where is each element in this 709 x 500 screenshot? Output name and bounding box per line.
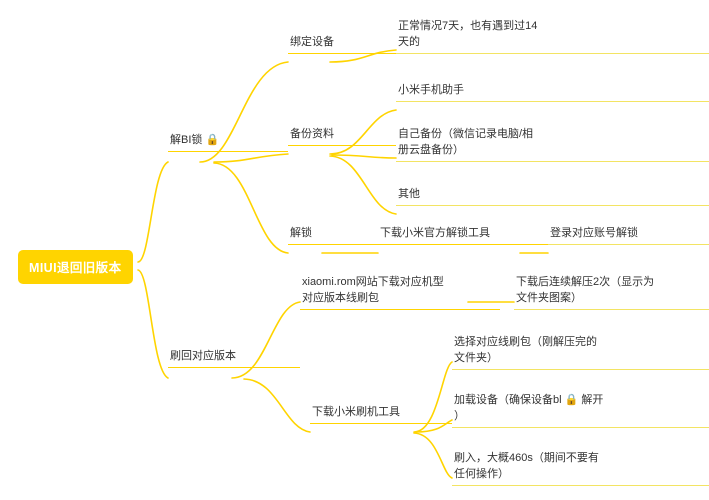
mindmap-node-underline xyxy=(396,101,709,102)
mindmap-node-c1[interactable]: 绑定设备 xyxy=(288,34,396,54)
mindmap-node-g2[interactable]: 选择对应线刷包（刚解压完的 文件夹） xyxy=(452,334,709,370)
edge-c2-d3 xyxy=(331,154,397,159)
mindmap-node-label: 选择对应线刷包（刚解压完的 文件夹） xyxy=(454,336,597,364)
mindmap-node-label: 解BI锁 🔒 xyxy=(170,134,220,146)
mindmap-node-g3[interactable]: 加载设备（确保设备bl 🔒 解开 ） xyxy=(452,392,709,428)
mindmap-node-f1[interactable]: xiaomi.rom网站下载对应机型 对应版本线刷包 xyxy=(300,274,500,310)
mindmap-node-f2[interactable]: 下载后连续解压2次（显示为 文件夹图案） xyxy=(514,274,709,310)
mindmap-node-underline xyxy=(396,205,709,206)
mindmap-node-underline xyxy=(514,309,709,310)
mindmap-node-c3[interactable]: 解锁 xyxy=(288,225,378,245)
mindmap-node-underline xyxy=(452,485,709,486)
edge-b2-g1 xyxy=(243,378,311,433)
mindmap-node-e1[interactable]: 下载小米官方解锁工具 xyxy=(378,225,548,245)
mindmap-node-label: 刷入，大概460s（期间不要有 任何操作） xyxy=(454,452,599,480)
edge-b1-c3 xyxy=(213,162,289,254)
mindmap-node-underline xyxy=(452,427,709,428)
mindmap-node-d3[interactable]: 自己备份（微信记录电脑/相 册云盘备份） xyxy=(396,126,709,162)
mindmap-node-label: 正常情况7天，也有遇到过14 天的 xyxy=(398,20,538,48)
mindmap-node-label: 下载后连续解压2次（显示为 文件夹图案） xyxy=(516,276,655,304)
mindmap-node-c2[interactable]: 备份资料 xyxy=(288,126,396,146)
mindmap-node-underline xyxy=(378,244,548,245)
root-node-label: MIUI退回旧版本 xyxy=(29,261,122,275)
mindmap-node-underline xyxy=(288,244,378,245)
mindmap-node-b2[interactable]: 刷回对应版本 xyxy=(168,348,300,368)
edge-root-to-branch2 xyxy=(137,269,169,379)
mindmap-node-underline xyxy=(396,161,709,162)
mindmap-node-underline xyxy=(168,367,300,368)
mindmap-node-d4[interactable]: 其他 xyxy=(396,186,709,206)
mindmap-node-label: 备份资料 xyxy=(290,128,334,140)
mindmap-node-underline xyxy=(452,369,709,370)
mindmap-node-underline xyxy=(396,53,709,54)
mindmap-node-underline xyxy=(310,423,452,424)
mindmap-node-label: 刷回对应版本 xyxy=(170,350,236,362)
mindmap-node-d2[interactable]: 小米手机助手 xyxy=(396,82,709,102)
edge-g1-g4 xyxy=(413,432,453,479)
mindmap-node-g1[interactable]: 下载小米刷机工具 xyxy=(310,404,452,424)
mindmap-node-underline xyxy=(288,145,396,146)
mindmap-node-label: 绑定设备 xyxy=(290,36,334,48)
mindmap-node-label: 登录对应账号解锁 xyxy=(550,227,638,239)
edge-b1-c2 xyxy=(213,153,289,163)
mindmap-node-label: 下载小米官方解锁工具 xyxy=(380,227,490,239)
mindmap-node-underline xyxy=(168,151,288,152)
mindmap-node-label: 下载小米刷机工具 xyxy=(312,406,400,418)
mindmap-node-label: 小米手机助手 xyxy=(398,84,464,96)
mindmap-node-label: xiaomi.rom网站下载对应机型 对应版本线刷包 xyxy=(302,276,444,304)
mindmap-node-label: 解锁 xyxy=(290,227,312,239)
edge-root-to-branch1 xyxy=(137,161,169,263)
mindmap-node-underline xyxy=(300,309,500,310)
mindmap-node-underline xyxy=(288,53,396,54)
mindmap-node-label: 加载设备（确保设备bl 🔒 解开 ） xyxy=(454,394,604,422)
mindmap-node-b1[interactable]: 解BI锁 🔒 xyxy=(168,132,288,152)
mindmap-node-label: 其他 xyxy=(398,188,420,200)
root-node[interactable]: MIUI退回旧版本 xyxy=(18,250,133,284)
mindmap-node-underline xyxy=(548,244,709,245)
mindmap-node-g4[interactable]: 刷入，大概460s（期间不要有 任何操作） xyxy=(452,450,709,486)
mindmap-node-e2[interactable]: 登录对应账号解锁 xyxy=(548,225,709,245)
mindmap-node-label: 自己备份（微信记录电脑/相 册云盘备份） xyxy=(398,128,534,156)
edge-c2-d4 xyxy=(329,155,397,215)
mindmap-node-d1[interactable]: 正常情况7天，也有遇到过14 天的 xyxy=(396,18,709,54)
